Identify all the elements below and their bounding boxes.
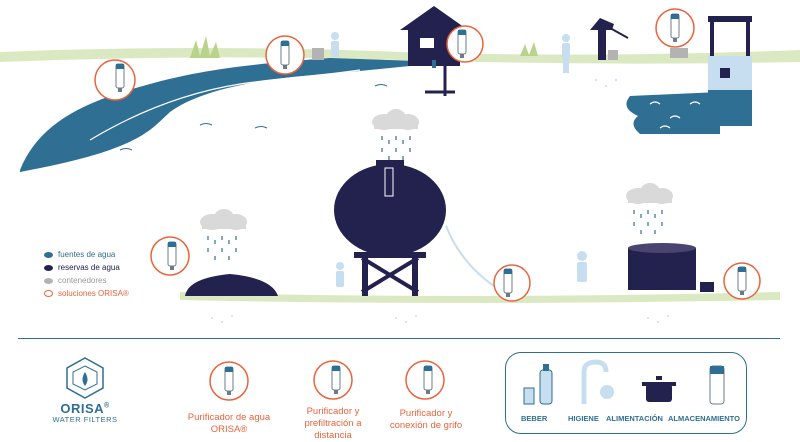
- solution-circle-bucket: [265, 35, 305, 75]
- legend-item-solutions: soluciones ORISA®: [44, 287, 129, 300]
- solution-label-prefilter: Purificador y prefiltración a distancia: [304, 406, 362, 441]
- legend-swatch-container: [44, 277, 53, 284]
- river-ripple: [119, 84, 388, 151]
- legend-label: soluciones ORISA®: [58, 289, 129, 298]
- solution-label-tap: Purificador y conexión de grifo: [389, 408, 463, 431]
- storage-filter-icon: [709, 365, 725, 405]
- cloud-right: [626, 183, 673, 204]
- uses-box: [505, 352, 747, 434]
- cloud-left: [200, 209, 247, 230]
- person-light: [331, 32, 339, 57]
- solution-icon-tap: [405, 360, 445, 400]
- solution-icon-prefilter: [313, 360, 353, 400]
- person-standing: [577, 251, 587, 282]
- elevated-tank: [334, 160, 446, 296]
- person-climbing: [336, 262, 344, 287]
- solution-circle-well: [655, 8, 695, 48]
- cloud-center: [372, 109, 419, 130]
- legend-item-containers: contenedores: [44, 274, 129, 287]
- brand-block: ORISA® WATER FILTERS: [40, 353, 130, 424]
- dome-tank: [185, 274, 278, 296]
- river-highlight: [89, 69, 361, 141]
- legend: fuentes de agua reservas de agua contene…: [44, 248, 129, 300]
- glass-bottle-icon: [523, 364, 553, 405]
- groundwater-waves: [649, 101, 701, 129]
- cylinder-tank: [628, 243, 714, 292]
- grass-tuft-mid: [520, 42, 538, 56]
- legend-label: fuentes de agua: [58, 250, 116, 259]
- brand-subtitle: WATER FILTERS: [52, 415, 118, 424]
- solution-circle-cylinder: [723, 262, 761, 300]
- grass-band-middle: [180, 292, 780, 303]
- use-label-food: ALIMENTACIÓN: [606, 414, 663, 423]
- legend-swatch-solution: [44, 290, 53, 297]
- legend-item-reserves: reservas de agua: [44, 261, 129, 274]
- pipe: [445, 225, 501, 291]
- solution-circle-house: [446, 25, 484, 63]
- rain-left: [207, 235, 237, 261]
- use-label-storage: ALMACENAMIENTO: [668, 414, 740, 423]
- use-label-drink: BEBER: [521, 414, 548, 423]
- groundwater: [626, 92, 720, 134]
- river: [20, 58, 450, 172]
- legend-item-water-sources: fuentes de agua: [44, 248, 129, 261]
- solution-icon-purifier: [209, 361, 249, 401]
- brand-name: ORISA®: [40, 401, 130, 416]
- person-light-pump: [562, 34, 570, 73]
- legend-swatch-reserve: [44, 264, 53, 271]
- solution-circle-river: [94, 59, 136, 101]
- puddle-dots: [211, 79, 669, 323]
- brand-mark: ®: [104, 402, 110, 410]
- use-label-hygiene: HIGIENE: [568, 414, 599, 423]
- bucket: [312, 48, 324, 60]
- solution-circle-dome: [150, 236, 190, 276]
- rain-right: [633, 209, 663, 235]
- orisa-logo-mark: [66, 357, 104, 399]
- solution-circle-pipe: [493, 264, 531, 302]
- hand-pump: [590, 18, 629, 60]
- legend-label: contenedores: [58, 276, 107, 285]
- legend-label: reservas de agua: [58, 263, 120, 272]
- rain-center: [381, 135, 411, 161]
- brand-name-text: ORISA: [60, 401, 104, 416]
- cooking-pot-icon: [642, 376, 676, 402]
- brand-logo-space: [40, 353, 130, 401]
- faucet-handwash-icon: [581, 359, 614, 404]
- grass-tuft-left: [190, 36, 220, 58]
- section-divider: [18, 338, 780, 339]
- solution-label-purifier: Purificador de agua ORISA®: [187, 412, 271, 435]
- legend-swatch-water: [44, 251, 53, 258]
